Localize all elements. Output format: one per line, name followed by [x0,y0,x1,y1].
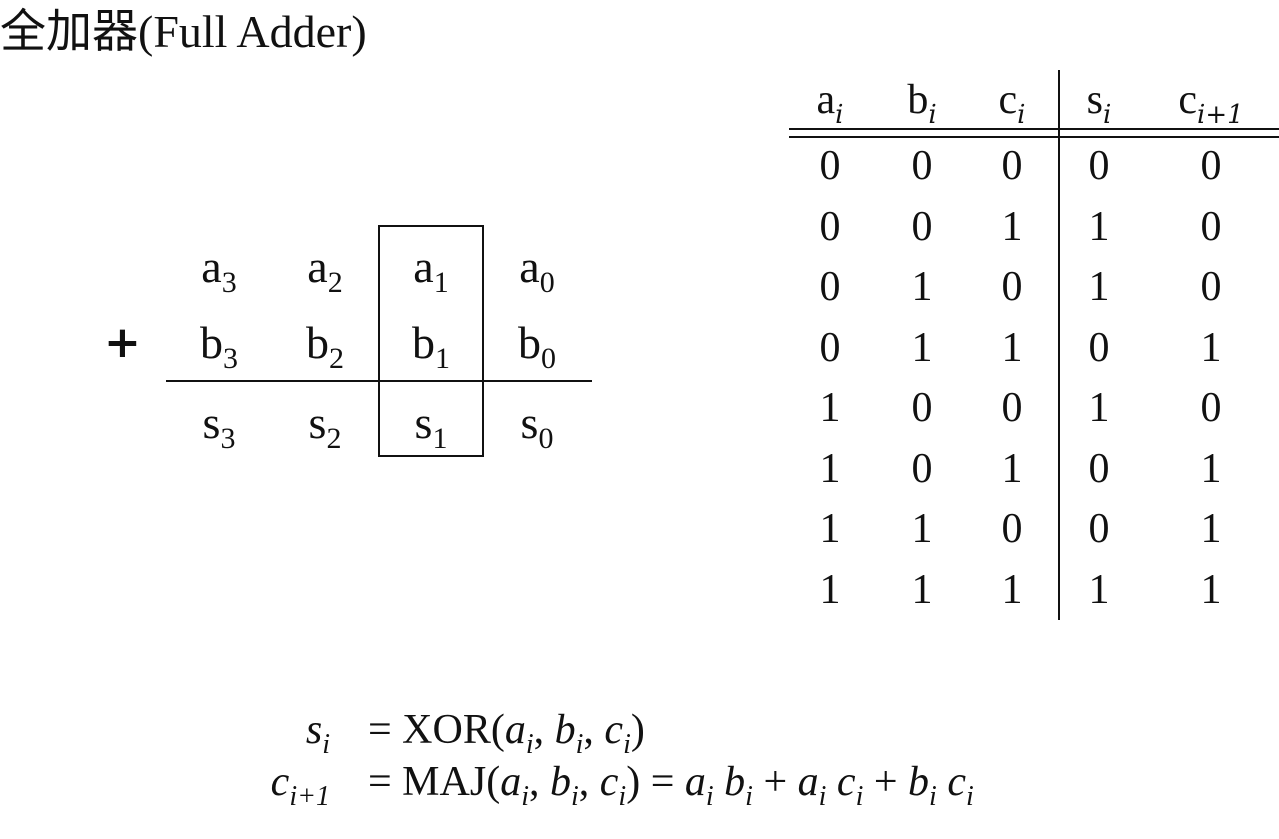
addition-term-s3: s3 [166,396,272,455]
addition-term-b0: b0 [484,316,590,375]
table-cell: 1 [819,506,841,552]
term-label: b3 [200,317,238,375]
addition-term-b3: b3 [166,316,272,375]
addition-term-b2: b2 [272,316,378,375]
table-cell: 1 [819,385,841,431]
table-cell: 1 [1088,203,1110,250]
table-cell: 0 [819,264,841,310]
addition-term-s2: s2 [272,396,378,455]
term-label: s1 [414,397,448,455]
table-cell: 0 [1001,506,1023,552]
column-header-b-i: bi [877,70,967,130]
term-label: a0 [519,241,555,299]
term-label: s2 [308,397,342,455]
header-rule-bottom [789,136,1279,138]
table-cell: 1 [911,566,933,613]
sum-line [166,380,592,382]
plus-sign: + [104,317,141,368]
header-label: ci [998,77,1026,130]
table-cell: 1 [819,566,841,613]
table-cell: 1 [1200,445,1222,492]
column-header-c-i: ci [967,70,1057,130]
table-cell: 0 [1088,324,1110,371]
table-cell: 0 [819,324,841,371]
truth-table: ai bi ci si ci+1 0 0 0 0 0 0 0 1 1 0 0 1 0 1 0 0 1 1 0 1 1 0 0 1 0 1 0… [789,70,1279,620]
term-label: b0 [518,317,556,375]
header-rule-top [789,128,1279,130]
term-label: a2 [307,241,343,299]
table-cell: 1 [1088,385,1110,431]
header-label: ai [816,77,844,130]
table-cell: 1 [1001,445,1023,492]
table-cell: 1 [1200,566,1222,613]
table-cell: 0 [1200,203,1222,250]
column-header-a-i: ai [785,70,875,130]
addition-term-a2: a2 [272,240,378,299]
table-cell: 1 [1001,566,1023,613]
addition-term-a3: a3 [166,240,272,299]
term-label: b2 [306,317,344,375]
table-cell: 1 [1001,324,1023,371]
column-header-s-i: si [1054,70,1144,130]
term-label: s0 [520,397,554,455]
highlighted-column-box [378,225,484,457]
table-cell: 1 [1088,264,1110,310]
header-label: bi [907,77,937,130]
table-cell: 1 [819,445,841,492]
table-cell: 0 [911,445,933,492]
term-label: a3 [201,241,237,299]
term-label: b1 [412,317,450,375]
table-cell: 0 [819,203,841,250]
term-label: a1 [413,241,449,299]
carry-formula-lhs: ci+1 [270,759,330,812]
addition-term-b1: b1 [378,316,484,375]
table-cell: 0 [1001,143,1023,189]
table-cell: 1 [1001,203,1023,250]
table-cell: 0 [1001,385,1023,431]
sum-formula-lhs: si [305,707,330,760]
carry-formula-rhs: = MAJ(ai, bi, ci) = ai bi + ai ci + bi c… [368,759,974,812]
column-header-c-i+1: ci+1 [1166,70,1256,130]
sum-formula-rhs: = XOR(ai, bi, ci) [368,707,645,760]
column-addition-diagram: + a3 a2 a1 a0 b3 b2 b1 b0 s3 s2 s1 s0 [0,0,640,480]
table-cell: 1 [911,324,933,371]
table-cell: 0 [1088,143,1110,189]
addition-term-s0: s0 [484,396,590,455]
table-cell: 0 [1200,385,1222,431]
input-output-divider [1058,70,1060,620]
table-cell: 0 [1088,445,1110,492]
term-label: s3 [202,397,236,455]
table-cell: 0 [1001,264,1023,310]
table-cell: 0 [1088,506,1110,552]
header-label: si [1086,77,1112,130]
page-title: 全加器(Full Adder) [0,6,367,57]
table-cell: 0 [911,143,933,189]
table-cell: 1 [1200,324,1222,371]
table-cell: 0 [819,143,841,189]
table-cell: 1 [1088,566,1110,613]
table-cell: 1 [911,506,933,552]
addition-term-a1: a1 [378,240,484,299]
addition-term-a0: a0 [484,240,590,299]
table-cell: 1 [911,264,933,310]
table-cell: 0 [1200,143,1222,189]
addition-term-s1: s1 [378,396,484,455]
header-label: ci+1 [1178,77,1244,130]
table-cell: 0 [911,385,933,431]
table-cell: 0 [911,203,933,250]
formulas: si = XOR(ai, bi, ci) ci+1 = MAJ(ai, bi, … [200,690,1200,830]
table-cell: 0 [1200,264,1222,310]
table-cell: 1 [1200,506,1222,552]
